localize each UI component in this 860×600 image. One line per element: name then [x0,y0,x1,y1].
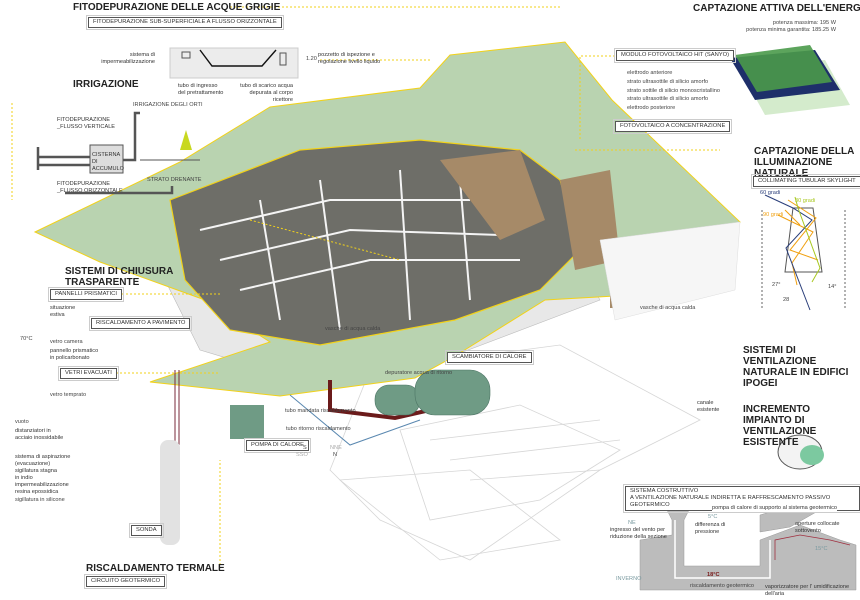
temp-5: 5°C [708,514,718,520]
angle-label: 70°C [20,336,33,342]
indium-seal-label: sigillatura stagna in indio [15,468,57,481]
thermal-title: RISCALDAMENTO TERMALE [86,563,225,574]
tempered-glass-label: vetro temprato [50,392,87,398]
epoxy-label: impermeabilizzazione resina epossidica [15,482,69,495]
hot-pools-label: vasche di acqua calda [325,326,381,332]
channel-label: canale esistente [697,400,720,413]
interior-walls [199,169,520,331]
concentration-pv-box: FOTOVOLTAICO A CONCENTRAZIONE [612,119,733,134]
phyto-section [169,47,299,79]
inlet-pipe-label: tubo di ingresso del pretrattamento [178,83,224,96]
winter-label: INVERNO [616,576,642,582]
ribbed-facade [599,221,741,321]
pv-layer: strato ultrasottile di silicio amorfo [627,79,709,85]
pv-layer: elettrodo posteriore [627,105,676,111]
warm-air-flow [774,534,851,560]
angle-60: 60 gradi [760,190,781,196]
heat-exchanger-box: SCAMBIATORE DI CALORE [445,350,534,365]
angle-90: 90 gradi [763,212,784,218]
heat-exchanger [374,369,491,416]
compass-sso: SSO [296,452,308,458]
supply-pipe-red [328,380,431,421]
vaporizer-label: vaporizzatore per l' umidificazione dell… [765,584,850,597]
irrigation-title: IRRIGAZIONE [73,79,139,90]
vacuum-label: vuoto [15,419,29,425]
pv-layer: elettrodo anteriore [627,70,673,76]
supply-pipe-label: tubo mandata riscaldamento [285,408,356,414]
garden-irrigation-label: IRRIGAZIONE DEGLI ORTI [133,102,203,108]
return-pipe-blue [289,394,421,446]
ventilation-title: SISTEMI DI VENTILAZIONE NATURALE IN EDIF… [743,345,849,389]
manhole-label: pozzetto di ispezione e regolazione live… [318,52,381,65]
angle-30: 30 gradi [795,198,816,204]
angle-28: 28 [783,297,790,303]
cistern [89,144,124,174]
pv-layer: strato ultrasottile di silicio amorfo [627,96,709,102]
glazing-title: SISTEMI DI CHIUSURA TRASPARENTE [65,266,174,288]
heat-pump-support-label: pompa di calore di supporto al sistema g… [712,505,837,512]
underground-plan-outline [329,344,701,561]
openings-label: aperture collocate sottovento [795,521,840,534]
suction-label: sistema di aspirazione (evacuazione) [15,454,71,467]
temp-15: 15°C [815,546,828,552]
horizontal-flow-box: FITODEPURAZIONE SUB-SUPERFICIALE A FLUSS… [86,15,284,30]
heat-pump-box: POMPA DI CALORE [243,438,312,453]
geothermal-heating-label: riscaldamento geotermico [690,583,755,589]
pv-layer: strato sottile di silicio monoscristalli… [627,88,720,94]
ne-label: NE [628,520,636,526]
ventilation-increase-title: INCREMENTO IMPIANTO DI VENTILAZIONE ESIS… [743,404,817,448]
grey-water-title: FITODEPURAZIONE DELLE ACQUE GRIGIE [73,2,281,13]
geothermal-air-channel [674,520,771,579]
daylight-title: CAPTAZIONE DELLA ILLUMINAZIONE NATURALE [754,146,855,179]
horizontal-flow-label: FITODEPURAZIONE _FLUSSO ORIZZONTALE [57,181,123,194]
floor-heating-box: RISCALDAMENTO A PAVIMENTO [88,316,193,331]
glass-chamber-label: vetro camera [50,339,83,345]
waterproofing-label: sistema di impermeabilizzazione [101,52,155,65]
depth-dimension: 1.20 [306,56,317,62]
pv-module [730,45,850,115]
spacers-label: distanziatori in acciaio inossidabile [15,428,64,441]
cistern-label: CISTERNA DI ACCUMULO [92,152,125,172]
min-power: potenza minima garantita: 185.25 W [746,27,836,33]
purifier-label: depuratore acqua di ritorno [385,370,453,376]
leader-lines [11,6,720,565]
return-pipe-label: tubo ritorno riscaldamento [286,426,351,432]
pressure-label: differenza di pressione [695,522,726,535]
solar-title: CAPTAZIONE ATTIVA DELL'ENERGIA SOLARE [693,3,860,14]
prismatic-panel-label: pannello prismatico in policarbonato [50,348,99,361]
ventilation-unit [777,434,824,470]
wind-inlet-label: ingresso del vento per riduzione della s… [610,527,667,540]
compass-n: N [333,452,338,458]
angle-27: 27° [772,282,781,288]
pv-module-box: MODULO FOTOVOLTAICO HIT (SANYO) [613,48,737,63]
cistern-diagram [36,111,200,195]
geothermal-circuit-box: CIRCUITO GEOTERMICO [83,574,168,589]
skylight-diagram [761,194,846,311]
vertical-flow-label: FITODEPURAZIONE _FLUSSO VERTICALE [57,117,116,130]
outlet-pipe-label: tubo di scarico acqua depurata al corpo … [240,83,293,103]
drainage-layer-label: STRATO DRENANTE [147,177,202,183]
heat-pump-block [230,405,264,439]
prismatic-panels-box: PANNELLI PRISMATICI [48,287,124,302]
temp-18: 18°C [707,572,720,578]
geothermal-probe [160,440,180,545]
summer-label: situazione estiva [50,305,76,318]
max-power: potenza massima: 195 W [772,20,836,26]
compass-nne: NNE [330,445,342,451]
angle-14: 14° [828,284,837,290]
probe-box: SONDA [129,523,164,538]
silicone-seal-label: sigillatura in silicone [15,497,65,503]
hot-pools-label-right: vasche di acqua calda [640,305,696,311]
skylight-box: COLLIMATING TUBULAR SKYLIGHT [751,174,860,189]
compass-s: S [303,445,307,451]
evacuated-glass-box: VETRI EVACUATI [58,366,119,381]
plant-icon [180,130,192,150]
